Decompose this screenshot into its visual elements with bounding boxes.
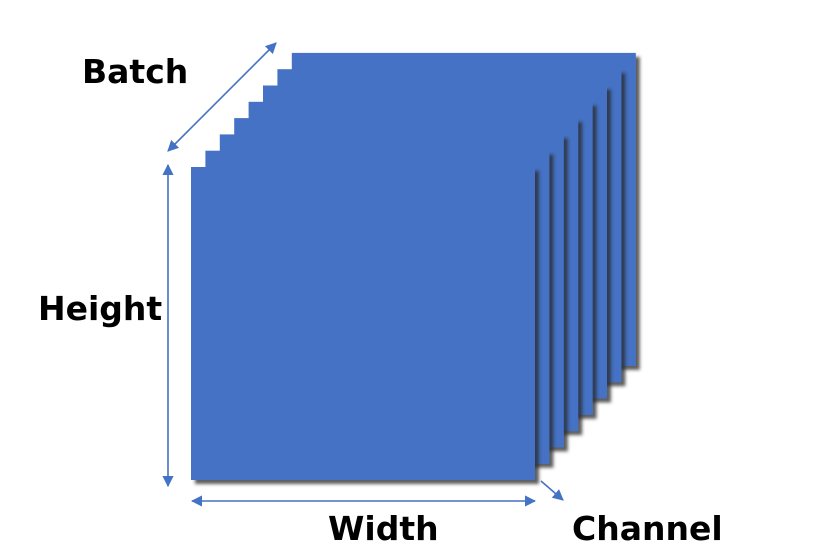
batch-label: Batch — [82, 52, 189, 91]
height-label: Height — [38, 289, 163, 328]
width-label: Width — [328, 509, 439, 548]
channel-sheet-stack — [191, 52, 636, 480]
channel-label: Channel — [572, 509, 723, 548]
channel-arrow — [540, 480, 564, 501]
batch-arrow — [167, 42, 277, 152]
channel-sheet — [191, 167, 535, 480]
